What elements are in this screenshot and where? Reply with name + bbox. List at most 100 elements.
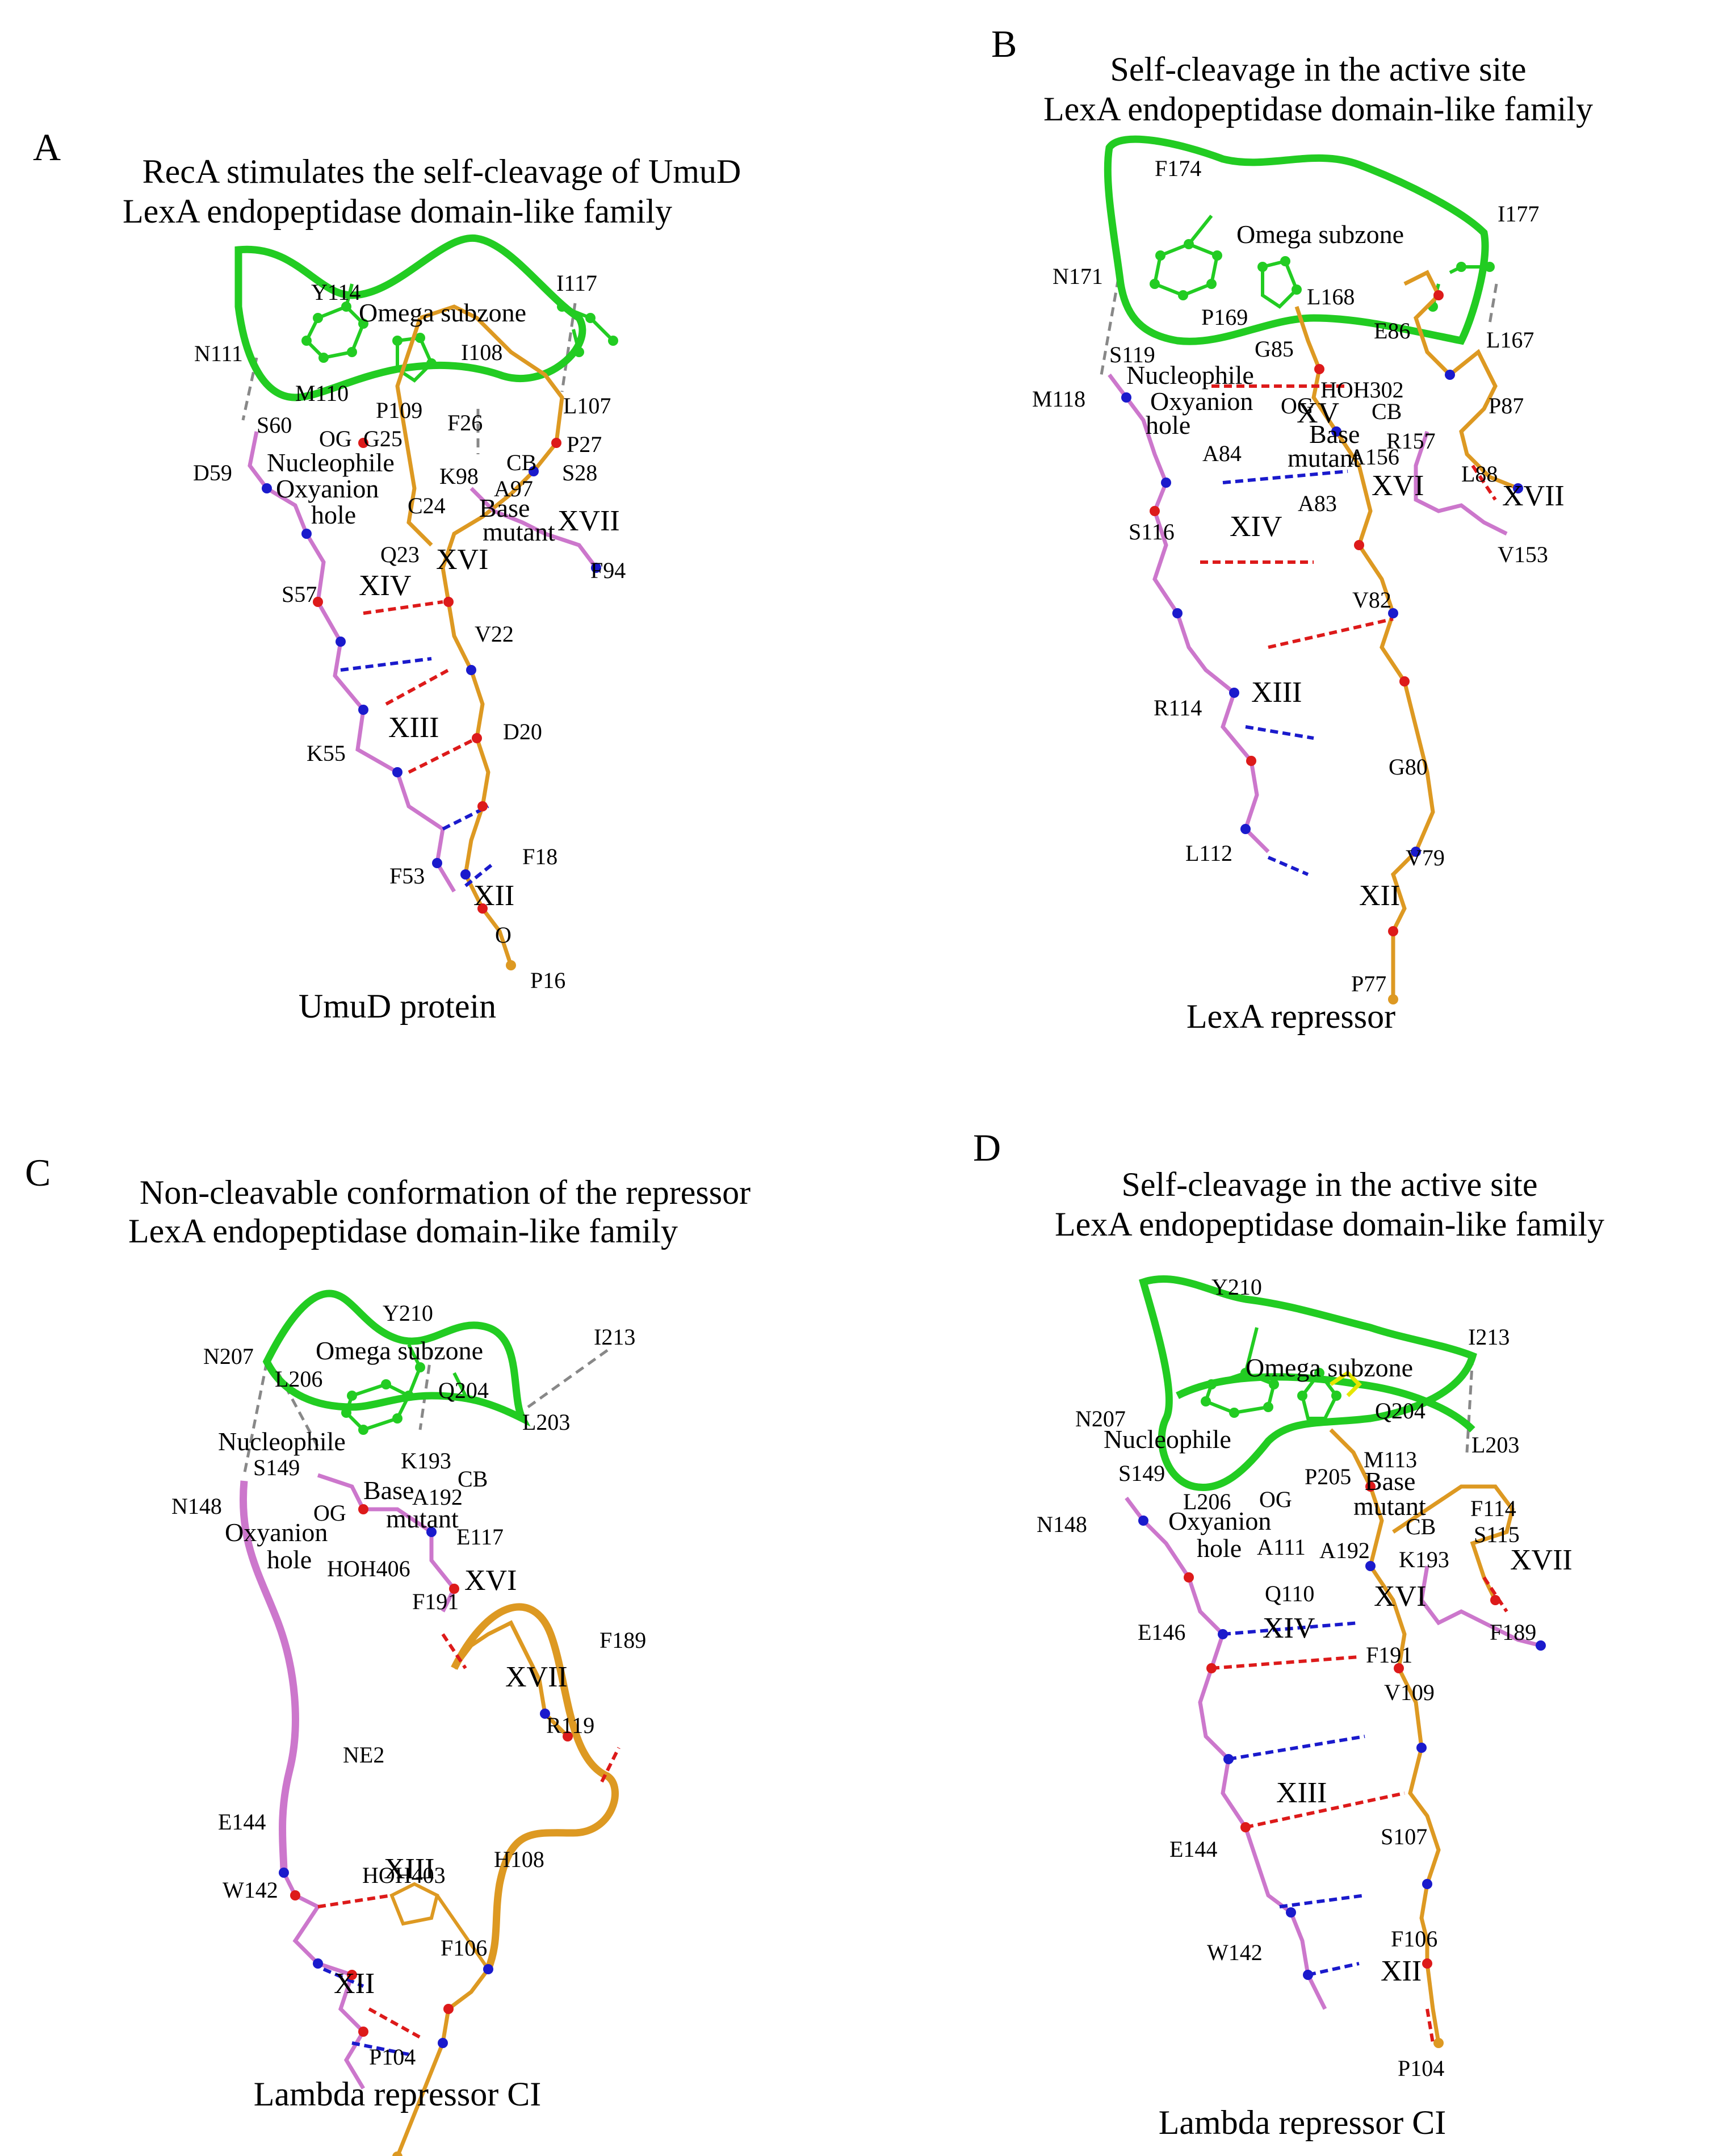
pink-strand (1125, 1496, 1327, 2010)
residue-label: Y210 (1211, 1274, 1262, 1300)
residue-label: F18 (522, 844, 557, 869)
his-ring (389, 1882, 490, 1970)
strand-label: XIII (1251, 676, 1302, 709)
residue-label: S116 (1129, 519, 1175, 545)
residue-label: S28 (562, 460, 597, 485)
region-note: hole (267, 1545, 312, 1574)
residue-label: E117 (456, 1524, 504, 1550)
region-note: hole (1146, 411, 1190, 439)
residue-label: I117 (556, 270, 597, 296)
residue-label: L112 (1185, 840, 1232, 866)
orange-sidechain (395, 317, 433, 547)
panel-c-structure: C Non-cleavable conformation of the repr… (25, 1151, 751, 2156)
residue-label: F106 (1391, 1926, 1437, 1952)
panel-letter: A (33, 125, 61, 169)
strand-label: XIV (1230, 510, 1282, 543)
omega-loop (1139, 1275, 1477, 1491)
residue-label: E144 (1169, 1836, 1217, 1862)
strand-labels: XVII XVI XIV XIII XII (1263, 1544, 1573, 1987)
residue-label: S60 (257, 412, 292, 438)
residue-label: F94 (590, 558, 626, 583)
residue-label: HOH406 (327, 1556, 410, 1581)
strand-label: XVII (505, 1661, 568, 1693)
residue-label: F191 (1366, 1642, 1412, 1668)
region-note: Oxyanion (276, 474, 379, 503)
residue-label: F53 (389, 863, 425, 889)
residue-label: F114 (1470, 1496, 1516, 1521)
residue-label: C24 (408, 493, 446, 518)
pink-strand (1108, 373, 1270, 853)
residue-label: I213 (594, 1324, 635, 1350)
residue-label: S57 (282, 581, 317, 607)
strand-label: XIII (388, 711, 439, 744)
residue-label: V153 (1498, 542, 1548, 567)
orange-sidechain (1392, 1484, 1515, 1601)
strand-label: XVII (1502, 480, 1565, 512)
residue-label: P77 (1351, 971, 1386, 997)
strand-label: XII (473, 880, 514, 912)
panel-subtitle: LexA endopeptidase domain-like family (1043, 90, 1593, 128)
strand-label: XIV (1263, 1612, 1315, 1644)
residue-label: A83 (1298, 491, 1337, 516)
panel-caption: LexA repressor (1186, 998, 1395, 1035)
residue-label: A192 (412, 1484, 463, 1510)
panel-letter: B (991, 22, 1017, 65)
residue-label: P205 (1305, 1464, 1351, 1489)
residue-label: CB (1372, 399, 1402, 424)
omega-loop (262, 1290, 531, 1427)
residue-label: I177 (1498, 201, 1539, 227)
residue-label: CB (1406, 1514, 1436, 1539)
contact-lines (1465, 1355, 1474, 1453)
residue-label: CB (506, 450, 536, 475)
residue-label: F174 (1155, 156, 1201, 181)
orange-strand (395, 1967, 490, 2156)
residue-label: M113 (1364, 1447, 1417, 1472)
residue-label: NE2 (343, 1742, 384, 1768)
panel-caption: UmuD protein (299, 987, 496, 1025)
residue-label: K193 (1399, 1547, 1449, 1572)
pink-sidechain (1419, 1565, 1541, 1648)
region-note: Nucleophile (218, 1427, 346, 1456)
region-note: hole (311, 500, 356, 529)
residue-label: V82 (1352, 587, 1391, 613)
orange-ribbon (451, 1603, 619, 1971)
strand-label: XVI (464, 1564, 517, 1597)
region-note: hole (1197, 1534, 1242, 1563)
residue-label: W142 (223, 1877, 278, 1903)
panel-title: Self-cleavage in the active site (1110, 51, 1527, 88)
residue-label: M110 (295, 380, 349, 406)
residue-label: HOH403 (362, 1862, 446, 1888)
omega-atoms (341, 1362, 425, 1435)
region-notes: Omega subzone Nucleophile Base mutant Ox… (218, 1336, 483, 1574)
pink-sidechain (1414, 430, 1508, 536)
residue-label: G80 (1389, 754, 1428, 780)
residue-label: P169 (1201, 304, 1248, 330)
panel-title: Non-cleavable conformation of the repres… (140, 1174, 751, 1211)
pink-sidechain (469, 487, 598, 570)
strand-label: XII (334, 1967, 375, 2000)
region-note: mutant (483, 517, 555, 546)
residue-label: P27 (567, 432, 602, 457)
panel-subtitle: LexA endopeptidase domain-like family (123, 192, 672, 230)
residue-labels: Y114 I117 N111 M110 I108 S60 P109 L107 O… (193, 270, 626, 993)
residue-label: A156 (1349, 444, 1399, 470)
strand-label: XVII (557, 505, 620, 537)
residue-label: L168 (1307, 284, 1355, 309)
residue-label: L203 (522, 1409, 570, 1435)
residue-label: N207 (203, 1343, 254, 1369)
region-note: Nucleophile (267, 448, 395, 477)
residue-label: G85 (1255, 336, 1294, 362)
residue-label: OG (313, 1500, 346, 1526)
residue-label: V22 (475, 621, 514, 647)
backbone-atoms (262, 438, 601, 970)
panel-b: B Self-cleavage in the active site LexA … (859, 0, 1719, 1078)
panel-letter: D (973, 1126, 1001, 1169)
hbonds (317, 1633, 620, 2056)
residue-label: N207 (1075, 1406, 1126, 1431)
residue-label: N111 (194, 341, 243, 366)
panel-caption: Lambda repressor CI (254, 2075, 541, 2113)
backbone-atoms (279, 1504, 573, 2156)
residue-label: CB (458, 1466, 488, 1492)
panel-caption: Lambda repressor CI (1159, 2104, 1446, 2141)
residue-label: N148 (1037, 1512, 1087, 1537)
